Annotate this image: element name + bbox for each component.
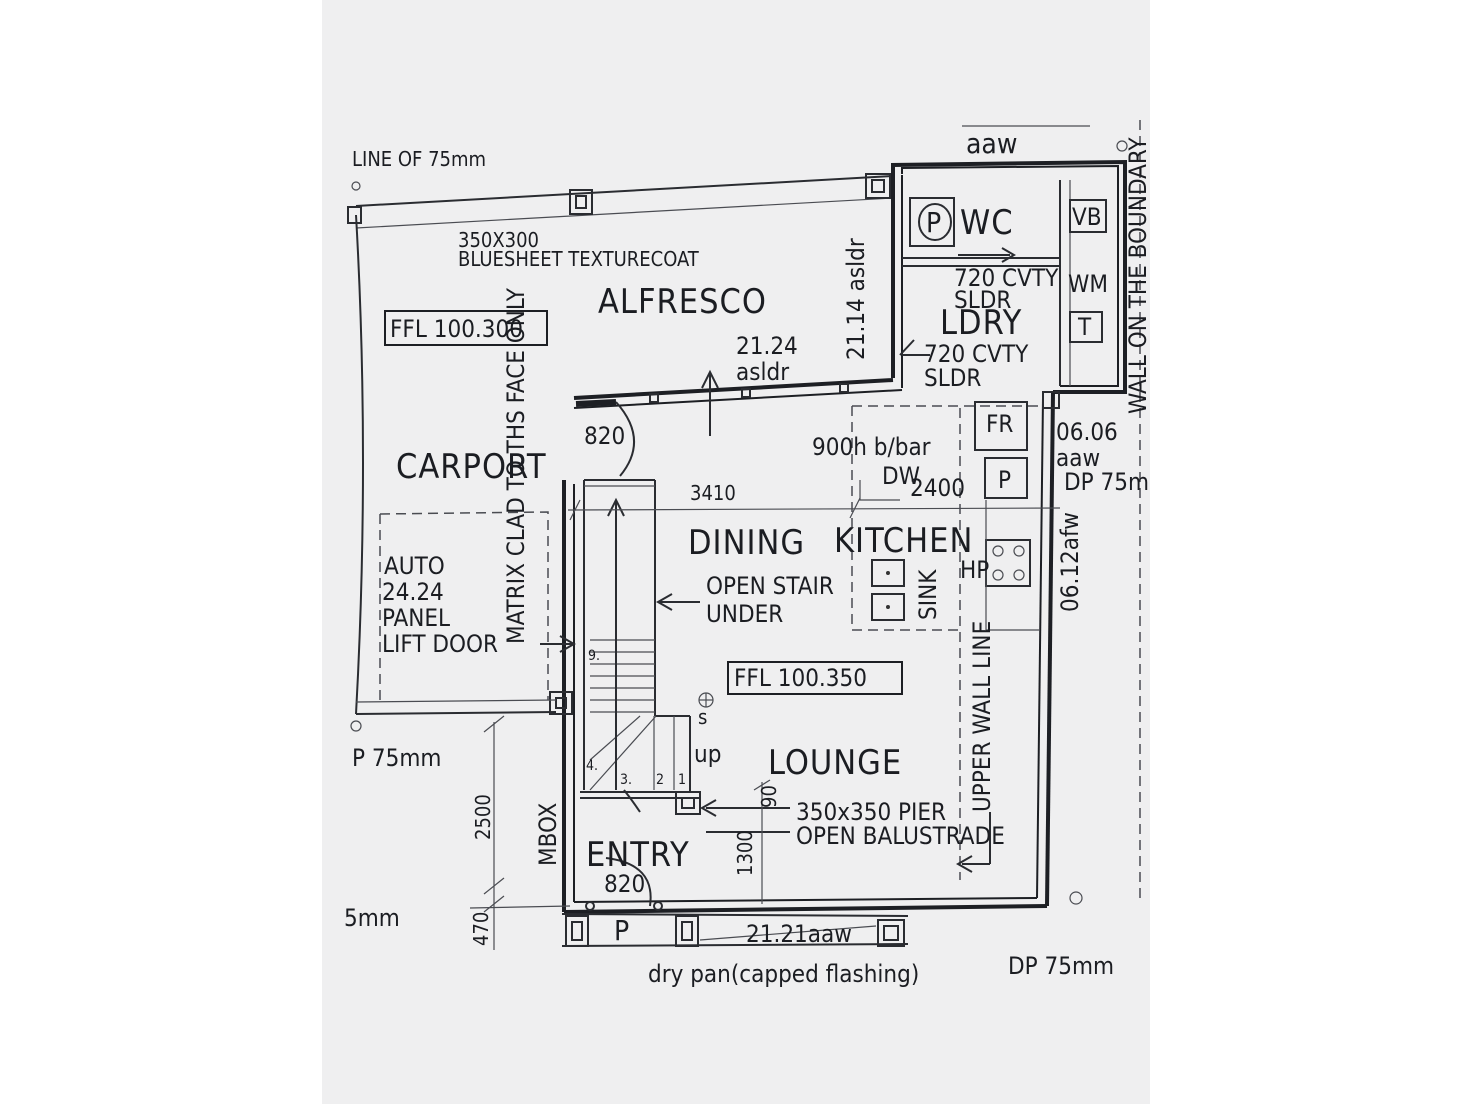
downpipe-bottom-label: DP 75mm: [1008, 952, 1114, 980]
vanity-basin-label: VB: [1072, 203, 1102, 231]
front-pier-p-label: P: [614, 914, 629, 947]
cavity-slider-2-size: 720 CVTY: [924, 340, 1029, 368]
ffl-alfresco-label: FFL 100.300: [390, 315, 523, 343]
window-0606-size: 06.06: [1056, 418, 1118, 446]
entry-door-width: 820: [604, 870, 645, 898]
stair-step-1: 1: [678, 772, 686, 788]
sink-label: SINK: [914, 569, 942, 620]
kitchen-fixtures: [851, 401, 1040, 880]
downpipe-left-label: P 75mm: [352, 744, 441, 772]
garage-door-line-2: 24.24: [382, 578, 444, 606]
wc-fixtures: [909, 197, 1107, 343]
house-north-wall: [573, 378, 903, 409]
meter-box-label: MBOX: [534, 803, 562, 866]
pier-label: 350x350 PIER: [796, 798, 946, 826]
boundary-wall-label: WALL ON THE BOUNDARY: [1124, 137, 1152, 414]
garage-door-line-3: PANEL: [382, 604, 450, 632]
alfresco-roof-outline: [347, 173, 894, 715]
alfresco-room-label: ALFRESCO: [598, 282, 767, 322]
panel-lift-door-outline: [379, 511, 549, 700]
left-dimension-lines: [469, 715, 571, 950]
ffl-lounge-label: FFL 100.350: [734, 664, 867, 692]
stair-step-9: 9.: [588, 648, 600, 664]
left-edge-mm-label: 5mm: [344, 904, 400, 932]
bluesheet-size-label: 350X300: [458, 228, 539, 252]
front-window-label: 21.21aaw: [746, 920, 852, 948]
entry-room-label: ENTRY: [586, 835, 690, 875]
front-step-piers: [561, 913, 909, 947]
wc-room-label: WC: [960, 203, 1014, 243]
garage-door-line-1: AUTO: [384, 552, 445, 580]
wc-p-label: P: [926, 206, 941, 239]
pantry-label: P: [998, 466, 1011, 494]
hotplate-label: HP: [960, 556, 989, 584]
upper-wall-line-label: UPPER WALL LINE: [968, 621, 996, 812]
dining-room-label: DINING: [688, 523, 805, 563]
dimension-2500: 2500: [471, 794, 495, 840]
kitchen-room-label: KITCHEN: [834, 521, 973, 561]
house-west-wall: [549, 480, 575, 912]
trough-label: T: [1077, 313, 1092, 341]
cavity-slider-2-type: SLDR: [924, 364, 981, 392]
house-east-wall: [1036, 391, 1060, 907]
breakfast-bar-label: 900h b/bar: [812, 433, 931, 461]
downpipe-right-label: DP 75m: [1064, 468, 1149, 496]
cavity-slider-1-size: 720 CVTY: [954, 264, 1059, 292]
door-820-entry: [585, 857, 663, 911]
washing-machine-label: WM: [1068, 270, 1108, 298]
alfresco-slider-type: asldr: [736, 358, 789, 386]
open-stair-label-1: OPEN STAIR: [706, 572, 834, 600]
smoke-detector-label: s: [698, 705, 707, 729]
fridge-label: FR: [986, 410, 1013, 438]
aaw-top-label: aaw: [966, 127, 1017, 160]
dimension-1300: 1300: [733, 830, 757, 876]
alfresco-slider-size: 21.24: [736, 332, 798, 360]
garage-door-line-4: LIFT DOOR: [382, 630, 498, 658]
alfresco-door-width: 820: [584, 422, 625, 450]
stair-up-label: up: [694, 740, 721, 768]
dimension-90: 90: [757, 785, 781, 808]
staircase: [580, 479, 701, 815]
stair-step-2: 2: [656, 772, 664, 788]
dimension-470: 470: [469, 912, 493, 946]
open-stair-label-2: UNDER: [706, 600, 783, 628]
cavity-slider-1-type: SLDR: [954, 286, 1011, 314]
dimension-3410-line: [567, 497, 1061, 521]
stair-step-3: 3.: [620, 772, 632, 788]
dishwasher-label: DW: [882, 462, 920, 490]
balustrade-label: OPEN BALUSTRADE: [796, 822, 1005, 850]
dimension-2400: 2400: [910, 474, 965, 502]
window-0606-type: aaw: [1056, 444, 1100, 472]
dry-pan-label: dry pan(capped flashing): [648, 960, 919, 988]
ffl-alfresco-box: [384, 310, 548, 346]
dimension-3410: 3410: [690, 481, 736, 505]
side-slider-label: 21.14 asldr: [842, 238, 870, 360]
carport-front-line: [355, 711, 557, 715]
lounge-room-label: LOUNGE: [768, 743, 902, 783]
carport-room-label: CARPORT: [396, 447, 547, 487]
top-cut-line-label: LINE OF 75mm: [352, 147, 486, 171]
laundry-room-label: LDRY: [940, 303, 1022, 343]
bluesheet-texturecoat-label: BLUESHEET TEXTURECOAT: [458, 247, 700, 271]
ffl-lounge-box: [727, 661, 903, 695]
matrix-clad-label: MATRIX CLAD TO THS FACE ONLY: [502, 287, 530, 644]
window-0612-label: 06.12afw: [1056, 512, 1084, 612]
annotation-arrows: [540, 339, 991, 873]
stair-step-4: 4.: [586, 758, 598, 774]
alfresco-entry-arrow: [701, 369, 719, 436]
door-820-alfresco: [615, 401, 635, 477]
